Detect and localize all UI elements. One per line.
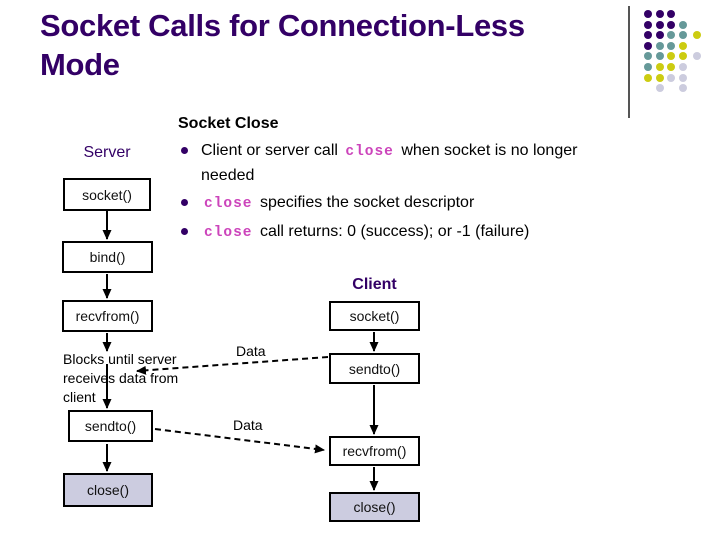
- server-socket-box: socket(): [63, 178, 151, 211]
- box-label: recvfrom(): [75, 308, 140, 324]
- bullet-item-1: Client or server call close when socket …: [178, 139, 703, 187]
- text-content: Socket Close Client or server call close…: [178, 114, 703, 249]
- data-arrow-label-2: Data: [233, 417, 263, 433]
- decor-dot: [678, 73, 687, 82]
- server-column-label: Server: [83, 144, 131, 161]
- client-socket-box: socket(): [329, 301, 420, 331]
- bullet-item-2: close specifies the socket descriptor: [178, 191, 703, 216]
- slide-title-line-1: Socket Calls for Connection-Less: [40, 8, 525, 43]
- server-bind-box: bind(): [62, 241, 153, 273]
- decor-dot: [644, 10, 652, 18]
- decor-dot: [678, 52, 687, 61]
- bullet-text: needed: [201, 167, 255, 184]
- box-label: sendto(): [348, 360, 401, 377]
- title-separator-line: [628, 6, 630, 118]
- box-label: socket(): [82, 186, 132, 203]
- decor-dot: [678, 20, 687, 29]
- decor-dot: [655, 31, 664, 40]
- blocks-note-line: receives data from: [63, 370, 179, 386]
- decor-dot: [655, 20, 664, 29]
- decor-dot: [667, 10, 675, 18]
- decor-dot: [644, 63, 652, 71]
- decor-dot: [644, 20, 652, 29]
- client-close-box: close(): [329, 492, 420, 522]
- box-label: bind(): [89, 249, 126, 265]
- data-arrow-label-1: Data: [236, 343, 266, 359]
- decor-dot: [693, 52, 701, 61]
- decor-dot: [667, 41, 675, 50]
- decor-dot: [644, 41, 652, 50]
- server-recvfrom-box: recvfrom(): [62, 300, 153, 332]
- slide-title-line-2: Mode: [40, 47, 120, 82]
- decor-dot: [667, 31, 675, 40]
- bullet-text: when socket is no longer: [396, 142, 578, 159]
- dot-pattern: [644, 10, 716, 106]
- code-token: close: [204, 196, 253, 212]
- bullet-dot-icon: [181, 228, 188, 235]
- client-sendto-box: sendto(): [329, 353, 420, 384]
- decor-dot: [678, 84, 687, 93]
- decor-dot: [667, 20, 675, 29]
- section-heading: Socket Close: [178, 115, 279, 132]
- decor-dot: [678, 31, 687, 40]
- bullet-dot-icon: [181, 199, 188, 206]
- decor-dot: [644, 52, 652, 61]
- bullet-text: call returns: 0 (success); or -1 (failur…: [255, 223, 530, 240]
- bullet-dot-icon: [181, 147, 188, 154]
- slide-title: Socket Calls for Connection-Less Mode: [40, 6, 620, 84]
- decor-dot: [655, 63, 664, 71]
- server-close-box: close(): [63, 473, 153, 507]
- decor-dot: [667, 63, 675, 71]
- decor-dot: [655, 52, 664, 61]
- code-token: close: [345, 144, 394, 160]
- decor-dot: [644, 73, 652, 82]
- decor-dot: [693, 31, 701, 40]
- box-label: sendto(): [84, 418, 137, 434]
- decor-dot: [667, 73, 675, 82]
- blocks-note: Blocks until server receives data from cli…: [63, 350, 178, 407]
- box-label: socket(): [349, 308, 400, 324]
- bullet-text: Client or server call: [201, 142, 343, 159]
- bullet-item-3: close call returns: 0 (success); or -1 (…: [178, 220, 703, 245]
- decor-dot: [655, 10, 664, 18]
- box-label: close(): [353, 499, 396, 515]
- decor-dot: [678, 41, 687, 50]
- client-recvfrom-box: recvfrom(): [329, 436, 420, 466]
- code-token: close: [204, 225, 253, 241]
- box-label: recvfrom(): [342, 443, 407, 459]
- decor-dot: [678, 63, 687, 71]
- bullet-list: Client or server call close when socket …: [178, 139, 703, 245]
- blocks-note-line: client: [63, 389, 96, 405]
- decor-dot: [644, 31, 652, 40]
- box-label: close(): [86, 482, 129, 498]
- client-column-label: Client: [352, 276, 397, 293]
- server-sendto-box: sendto(): [68, 410, 153, 442]
- decor-dot: [655, 41, 664, 50]
- blocks-note-line: Blocks until server: [63, 351, 177, 367]
- decor-dot: [655, 73, 664, 82]
- decor-dot: [655, 84, 664, 93]
- decor-dot: [667, 52, 675, 61]
- bullet-text: specifies the socket descriptor: [255, 194, 475, 211]
